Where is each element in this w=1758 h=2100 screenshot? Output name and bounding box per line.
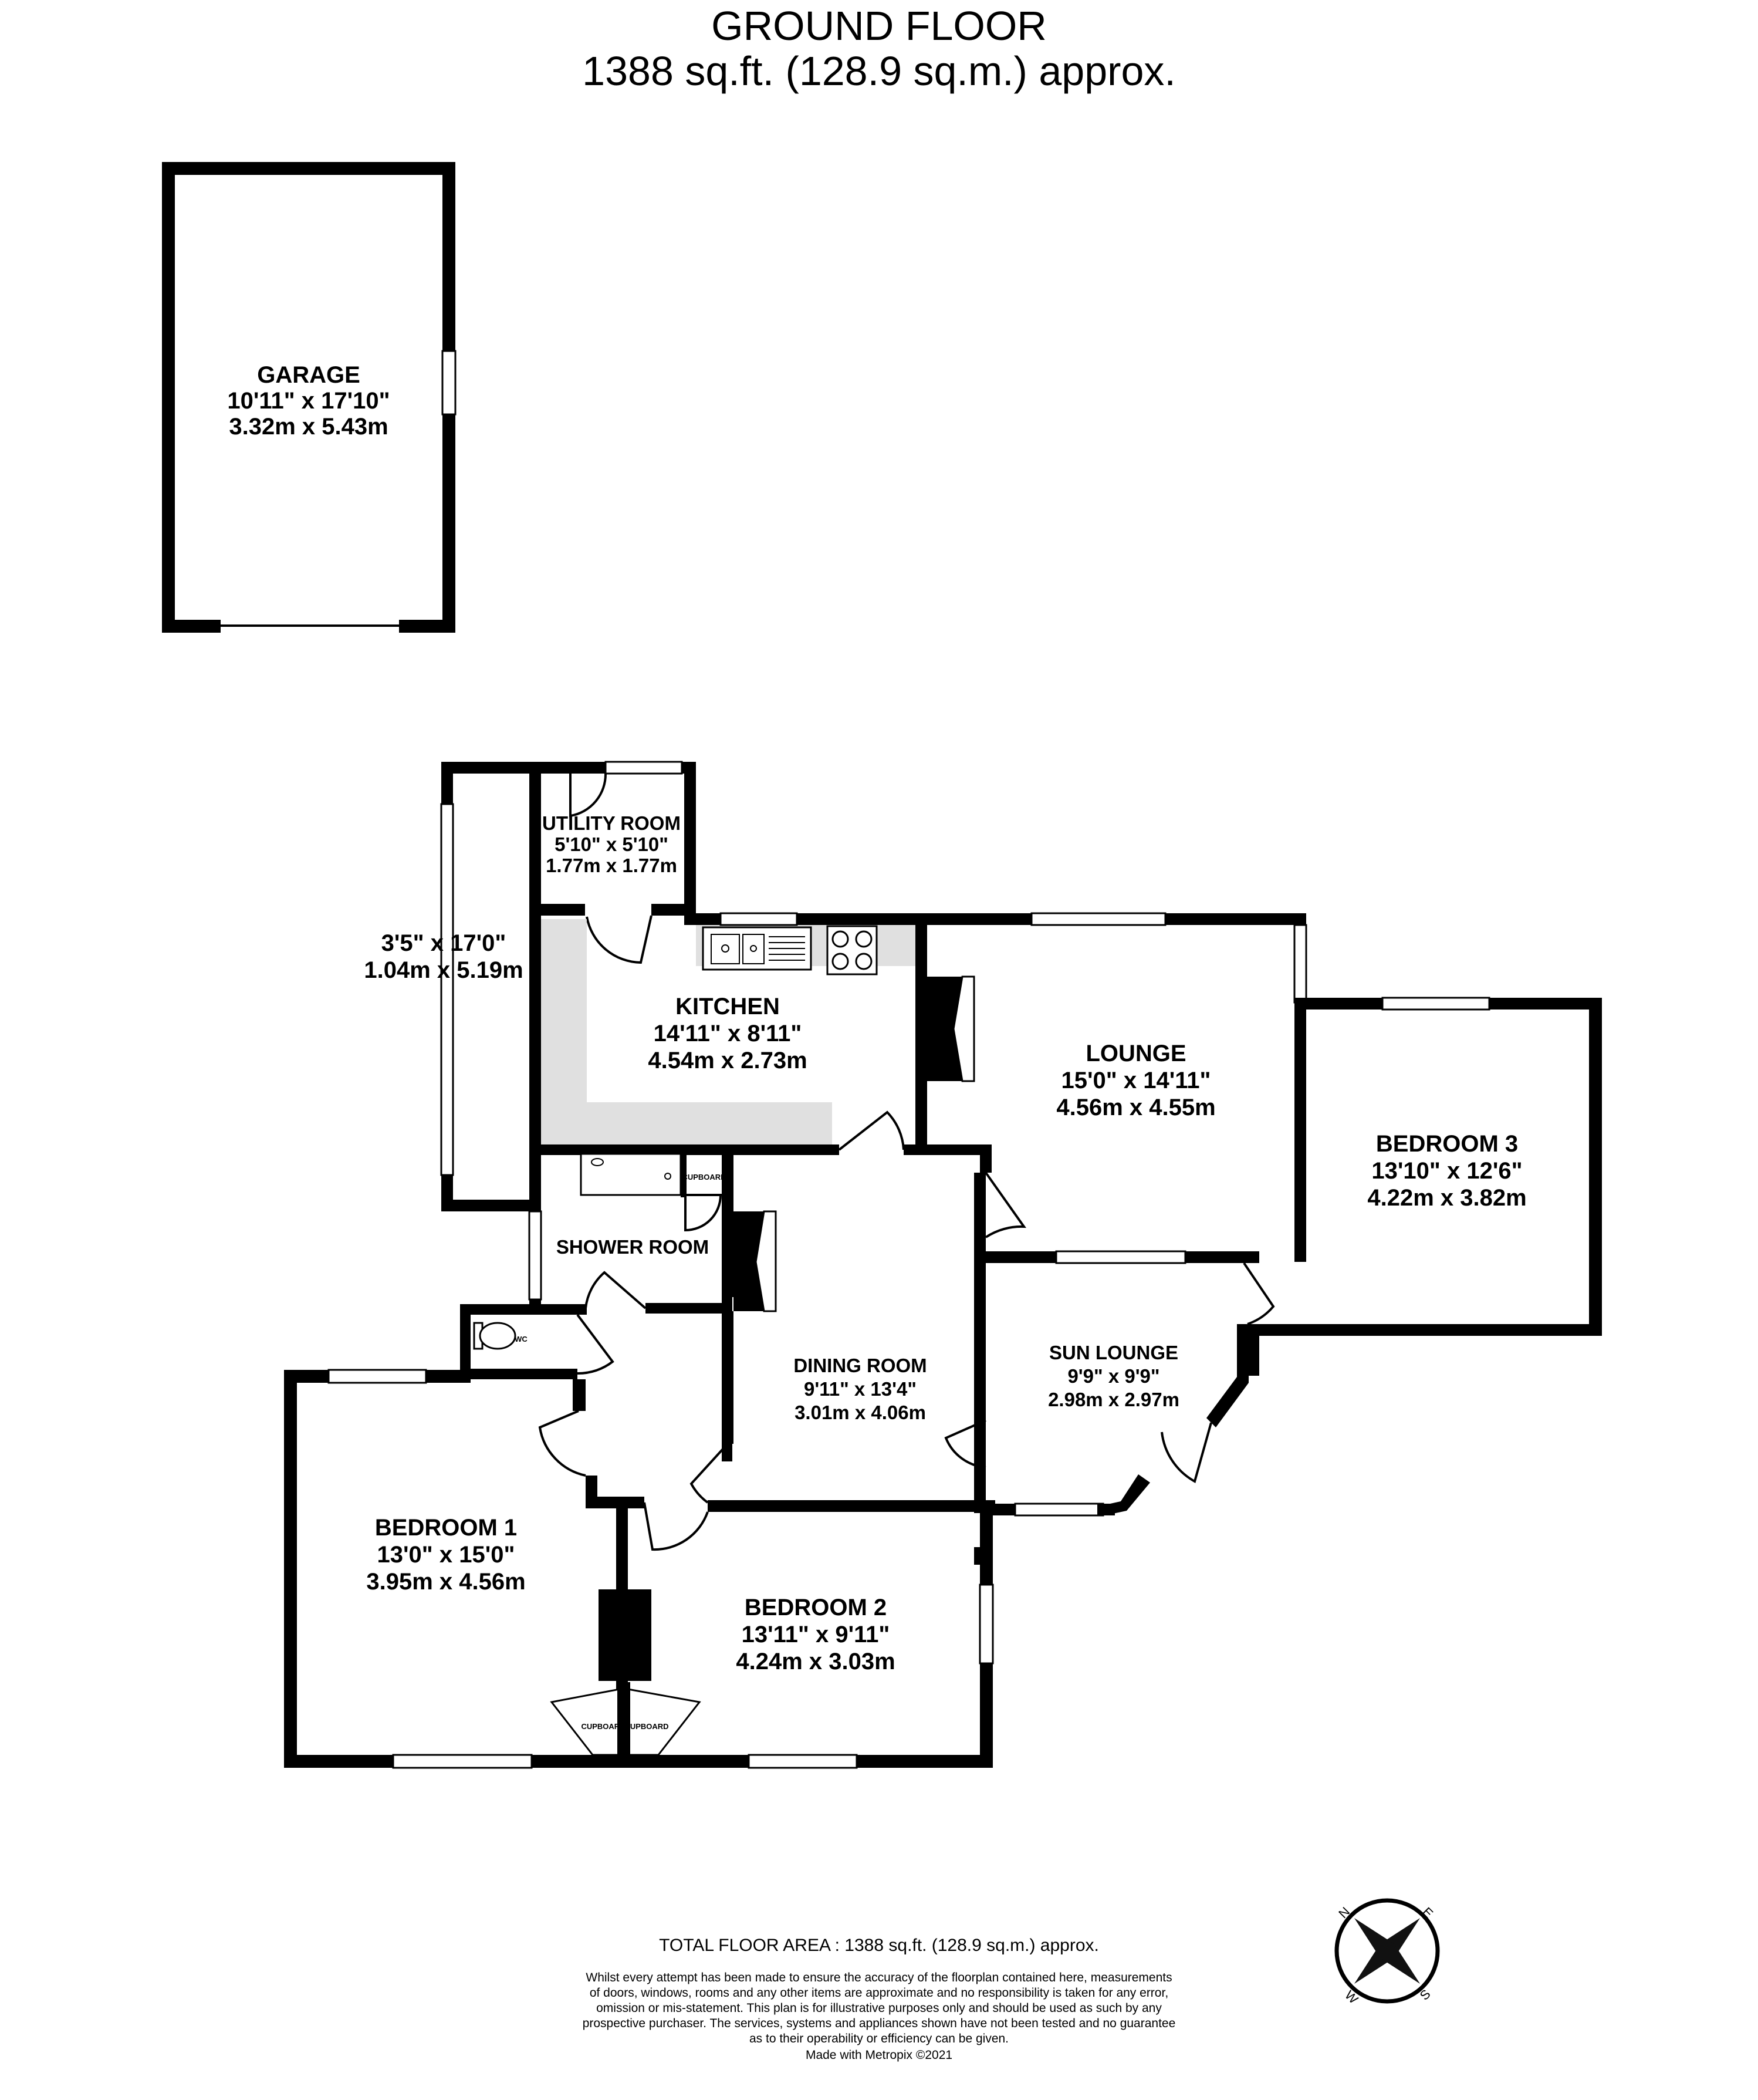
bedroom2-window-side bbox=[979, 1584, 994, 1665]
utility-name: UTILITY ROOM bbox=[542, 812, 681, 834]
plan-area: 1388 sq.ft. (128.9 sq.m.) approx. bbox=[582, 48, 1176, 94]
bedroom2-metric: 4.24m x 3.03m bbox=[736, 1649, 895, 1674]
plan-title: GROUND FLOOR bbox=[711, 3, 1047, 49]
bedroom3-walls bbox=[1247, 997, 1602, 1376]
wardrobes bbox=[599, 1589, 651, 1681]
kitchen-name: KITCHEN bbox=[675, 994, 780, 1019]
kitchen-sink bbox=[702, 926, 812, 971]
garage-window bbox=[441, 350, 457, 416]
sun-lounge-dining-door[interactable] bbox=[944, 1419, 986, 1468]
lounge-imperial: 15'0" x 14'11" bbox=[1061, 1068, 1211, 1093]
bedroom2-name: BEDROOM 2 bbox=[745, 1595, 887, 1620]
footer-disclaimer-3: omission or mis-statement. This plan is … bbox=[596, 2001, 1162, 2015]
dining-imperial: 9'11" x 13'4" bbox=[804, 1378, 917, 1400]
sun-name: SUN LOUNGE bbox=[1049, 1342, 1178, 1363]
bedroom2-window-bottom bbox=[748, 1754, 858, 1769]
dining-metric: 3.01m x 4.06m bbox=[795, 1402, 926, 1423]
utility-room-walls bbox=[529, 761, 696, 964]
bedroom1-window-bottom bbox=[392, 1754, 533, 1769]
wc-toilet bbox=[473, 1322, 516, 1350]
sun-lounge-door-top[interactable] bbox=[1243, 1262, 1275, 1325]
footer-disclaimer-4: prospective purchaser. The services, sys… bbox=[583, 2017, 1176, 2030]
bedroom1-window-top bbox=[327, 1369, 427, 1384]
wc: WC bbox=[460, 1304, 614, 1379]
bedroom2-door[interactable] bbox=[643, 1502, 709, 1551]
bedroom3-metric: 4.22m x 3.82m bbox=[1367, 1185, 1526, 1211]
sun-imperial: 9'9" x 9'9" bbox=[1067, 1365, 1159, 1387]
lounge-door[interactable] bbox=[985, 1171, 1026, 1238]
utility-back-door[interactable] bbox=[569, 773, 607, 818]
dining-hall-door[interactable] bbox=[689, 1443, 729, 1504]
wc-label: WC bbox=[515, 1335, 528, 1343]
kitchen-imperial: 14'11" x 8'11" bbox=[654, 1021, 802, 1046]
lounge-walls bbox=[914, 912, 1307, 1262]
utility-imperial: 5'10" x 5'10" bbox=[555, 833, 668, 855]
footer-credit: Made with Metropix ©2021 bbox=[806, 2048, 952, 2062]
footer-disclaimer-5: as to their operability or efficiency ca… bbox=[749, 2032, 1009, 2045]
bedroom1-name: BEDROOM 1 bbox=[375, 1515, 517, 1541]
footer-total: TOTAL FLOOR AREA : 1388 sq.ft. (128.9 sq… bbox=[659, 1936, 1099, 1955]
sun-lounge-garden-door[interactable] bbox=[1161, 1422, 1212, 1483]
sun-lounge-walls bbox=[944, 1250, 1275, 1517]
footer-disclaimer-1: Whilst every attempt has been made to en… bbox=[586, 1971, 1172, 1984]
footer-disclaimer-2: of doors, windows, rooms and any other i… bbox=[590, 1986, 1168, 2000]
bedroom1-metric: 3.95m x 4.56m bbox=[366, 1569, 525, 1595]
utility-kitchen-door[interactable] bbox=[586, 915, 653, 964]
bedroom1-walls: CUPBOARD CUPBOARD bbox=[284, 1369, 994, 1769]
shower-tray bbox=[580, 1153, 682, 1196]
garage bbox=[162, 162, 457, 633]
lounge-name: LOUNGE bbox=[1086, 1041, 1186, 1066]
bedroom3-name: BEDROOM 3 bbox=[1376, 1131, 1518, 1157]
bedroom3-window bbox=[1381, 997, 1490, 1011]
compass: N E S W bbox=[1334, 1898, 1440, 2007]
kitchen-metric: 4.54m x 2.73m bbox=[648, 1048, 807, 1073]
cupboard-left-label: CUPBOARD bbox=[581, 1722, 625, 1731]
garage-metric: 3.32m x 5.43m bbox=[229, 414, 388, 440]
bedroom3-imperial: 13'10" x 12'6" bbox=[1371, 1158, 1522, 1184]
shower-room: CUPBOARD SHOWER ROOM bbox=[528, 1144, 732, 1461]
side-metric: 1.04m x 5.19m bbox=[364, 957, 523, 983]
kitchen-window bbox=[719, 912, 798, 926]
lounge-fireplace bbox=[927, 975, 975, 1082]
utility-metric: 1.77m x 1.77m bbox=[546, 855, 677, 876]
garage-imperial: 10'11" x 17'10" bbox=[227, 388, 390, 414]
cupboard-shower-label: CUPBOARD bbox=[682, 1173, 726, 1181]
kitchen-dining-door[interactable] bbox=[838, 1110, 905, 1151]
utility-window bbox=[604, 761, 683, 775]
sun-metric: 2.98m x 2.97m bbox=[1048, 1389, 1179, 1410]
cupboard-right-label: CUPBOARD bbox=[624, 1722, 668, 1731]
kitchen-hob bbox=[826, 925, 878, 975]
shower-room-door[interactable] bbox=[584, 1271, 647, 1309]
dining-name: DINING ROOM bbox=[793, 1355, 927, 1376]
side-window bbox=[440, 803, 454, 1176]
dining-fireplace bbox=[733, 1210, 777, 1312]
side-passage bbox=[440, 762, 541, 1211]
side-imperial: 3'5" x 17'0" bbox=[381, 930, 506, 956]
bedroom1-imperial: 13'0" x 15'0" bbox=[377, 1542, 515, 1568]
lounge-metric: 4.56m x 4.55m bbox=[1056, 1095, 1215, 1120]
room-labels: GARAGE 10'11" x 17'10" 3.32m x 5.43m UTI… bbox=[227, 362, 1526, 1674]
lounge-window-side bbox=[1293, 924, 1307, 1004]
cupboards: CUPBOARD CUPBOARD bbox=[550, 1682, 701, 1758]
sun-lounge-window-bottom bbox=[1014, 1503, 1104, 1517]
shower-window bbox=[528, 1210, 542, 1301]
bedroom1-door[interactable] bbox=[538, 1410, 586, 1477]
sun-lounge-window-top bbox=[1055, 1250, 1186, 1264]
lounge-window-top bbox=[1030, 912, 1167, 926]
shower-room-name: SHOWER ROOM bbox=[556, 1236, 709, 1258]
wc-door[interactable] bbox=[576, 1314, 614, 1375]
footer: TOTAL FLOOR AREA : 1388 sq.ft. (128.9 sq… bbox=[583, 1936, 1176, 2062]
garage-name: GARAGE bbox=[257, 362, 360, 388]
bedroom2-imperial: 13'11" x 9'11" bbox=[742, 1622, 890, 1647]
dining-room-walls bbox=[689, 1144, 995, 1565]
cupboard-shower-door[interactable] bbox=[684, 1194, 722, 1232]
